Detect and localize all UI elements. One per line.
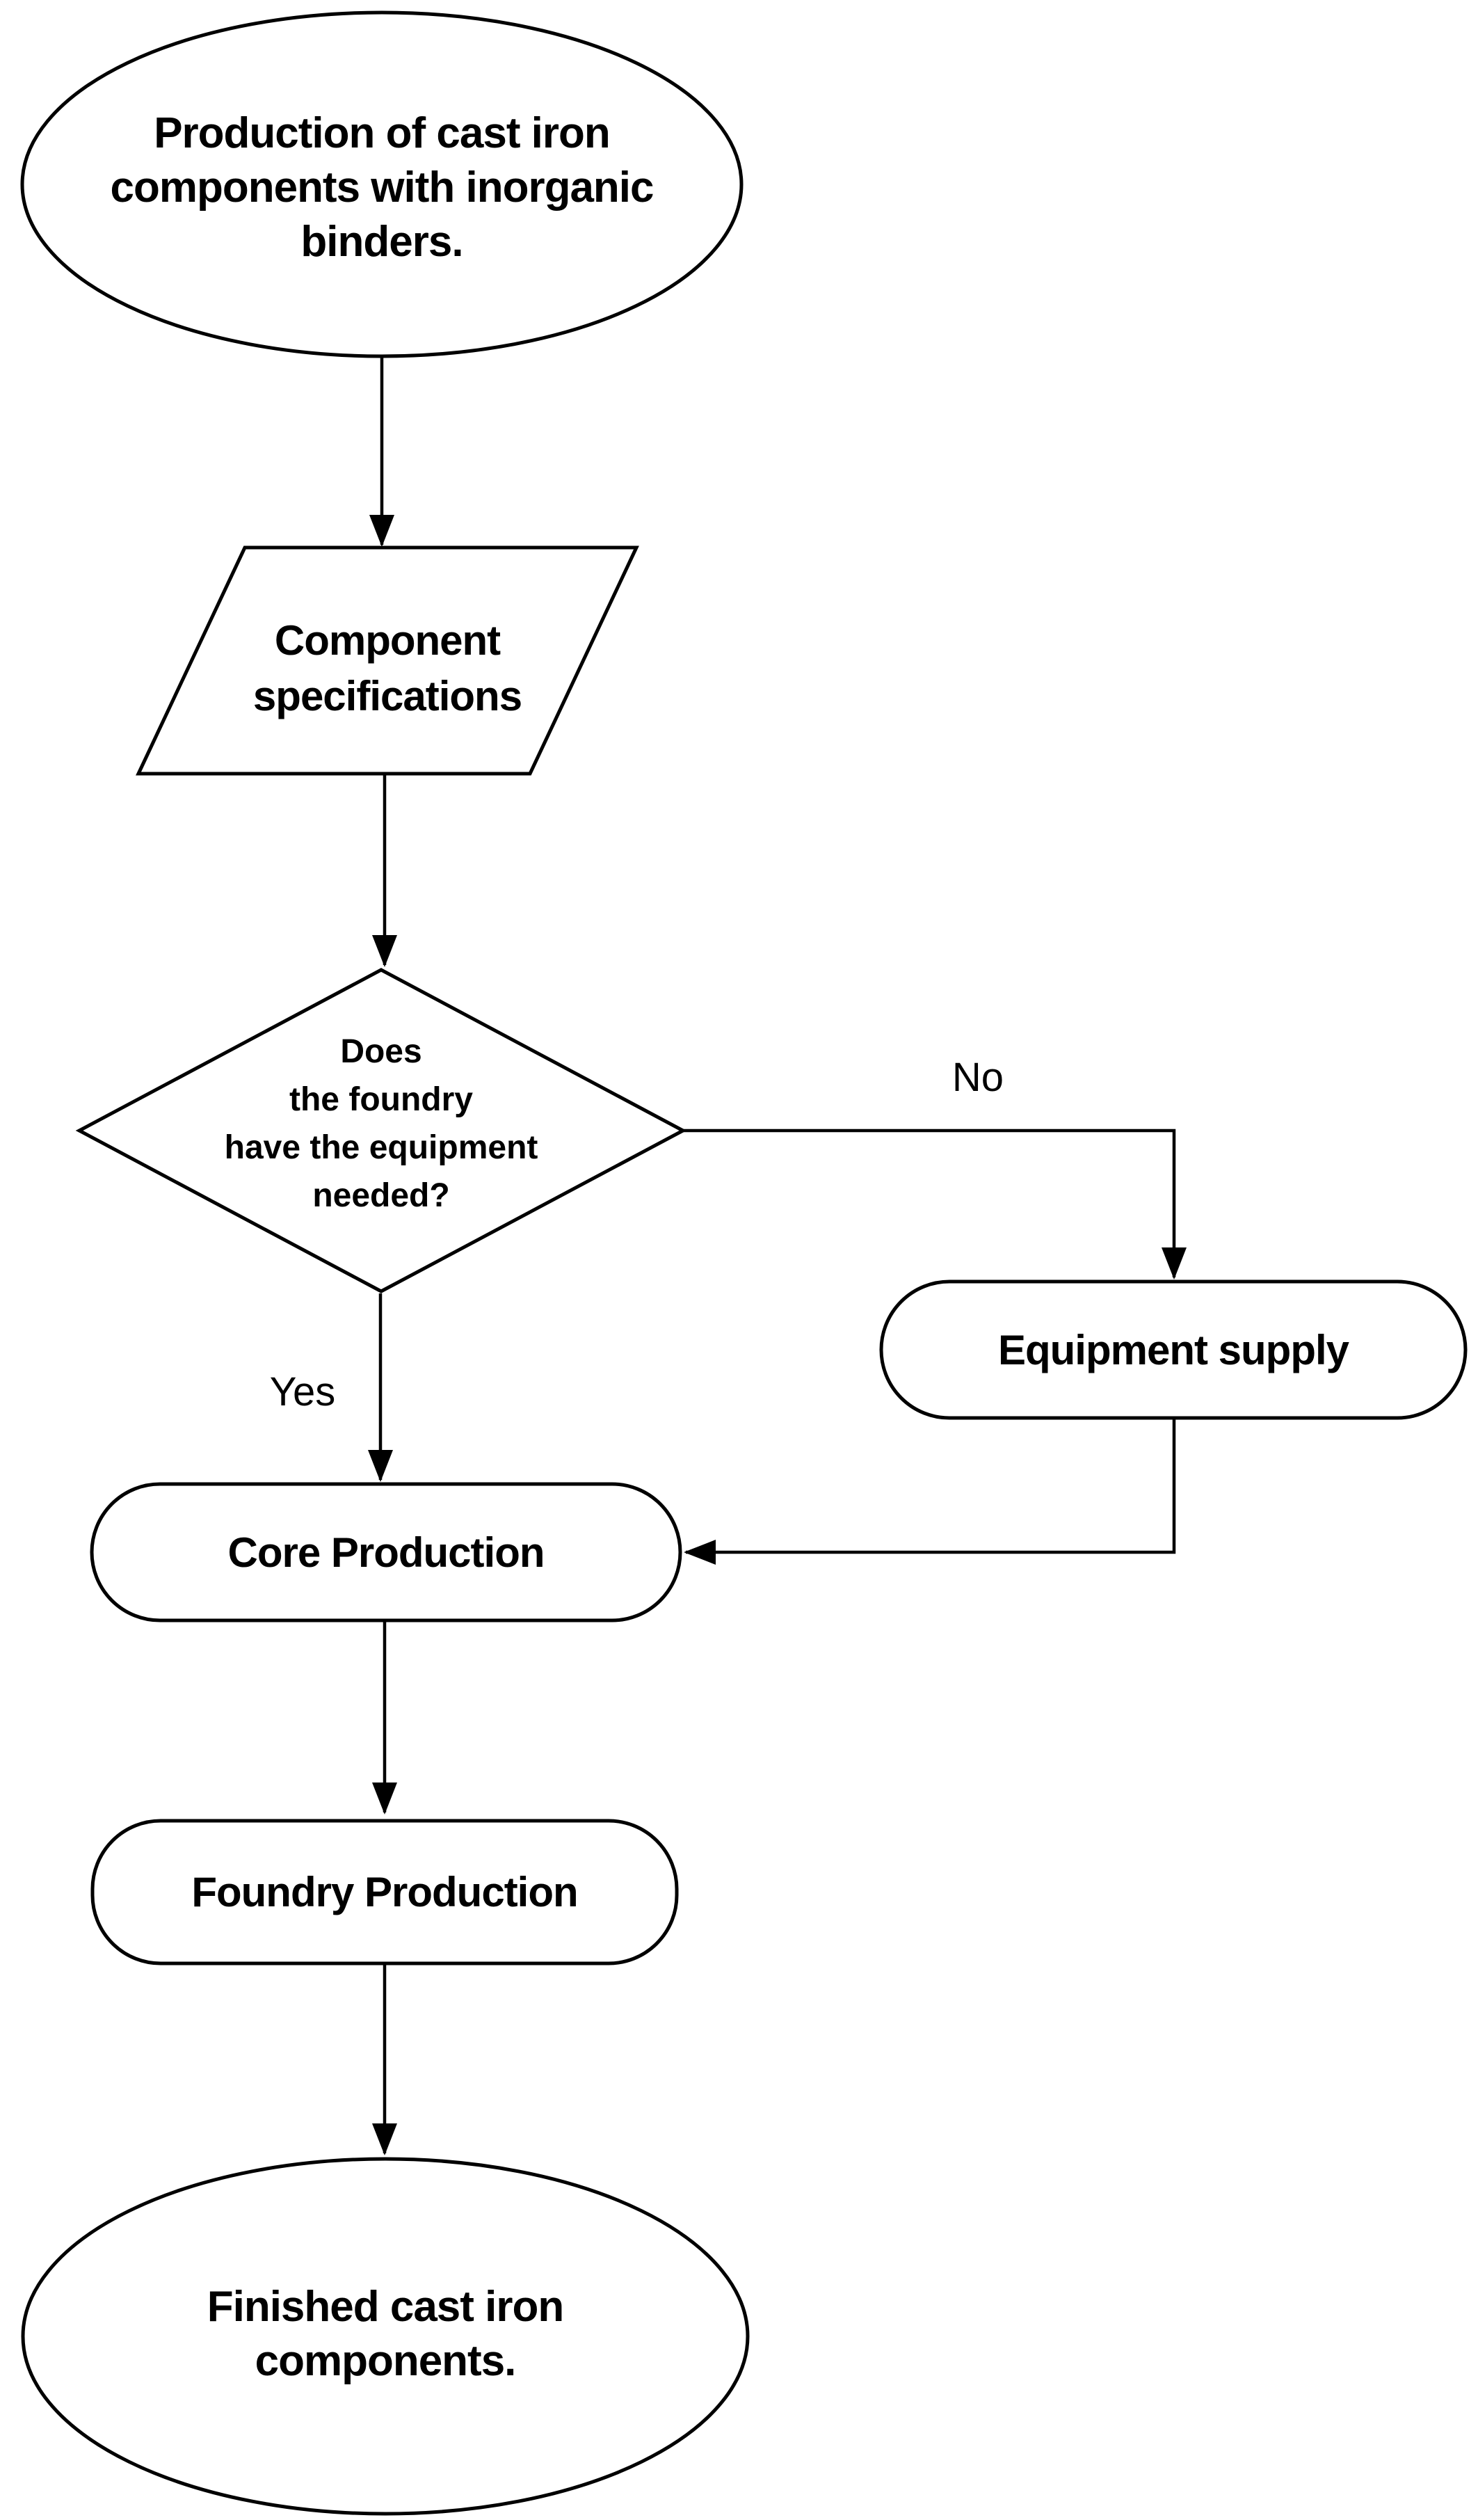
start-label-line-1: Production of cast iron: [154, 109, 610, 157]
component-specifications-parallelogram: [136, 545, 639, 776]
equipment-decision-diamond: [75, 968, 687, 1293]
equipment-supply-box: [879, 1279, 1468, 1420]
component-specifications-label-line-2: specifications: [253, 673, 522, 719]
decision-label-line-1: Does: [340, 1033, 421, 1070]
decision-label-line-2: the foundry: [289, 1081, 473, 1118]
edge-decision-no-to-equipment-supply: [683, 1129, 1187, 1279]
foundry-production-box: [90, 1819, 679, 1965]
foundry-production-label: Foundry Production: [191, 1869, 577, 1915]
decision-label-line-3: have the equipment: [225, 1129, 538, 1166]
end-label-line-1: Finished cast iron: [207, 2283, 564, 2331]
component-specifications-label-line-1: Component: [275, 617, 501, 664]
core-production-box: [90, 1482, 682, 1622]
end-ellipse: [21, 2157, 750, 2516]
start-label-line-2: components with inorganic: [110, 164, 653, 212]
decision-label-line-4: needed?: [312, 1177, 449, 1214]
edge-equipment-supply-to-core-production: [684, 1418, 1176, 1565]
edge-label-yes: Yes: [270, 1369, 336, 1414]
equipment-supply-label: Equipment supply: [998, 1327, 1350, 1373]
edge-label-no: No: [952, 1055, 1004, 1100]
core-production-label: Core Production: [227, 1529, 544, 1576]
start-label-line-3: binders.: [300, 218, 463, 266]
end-label-line-2: components.: [255, 2337, 516, 2385]
start-ellipse: [20, 10, 744, 358]
